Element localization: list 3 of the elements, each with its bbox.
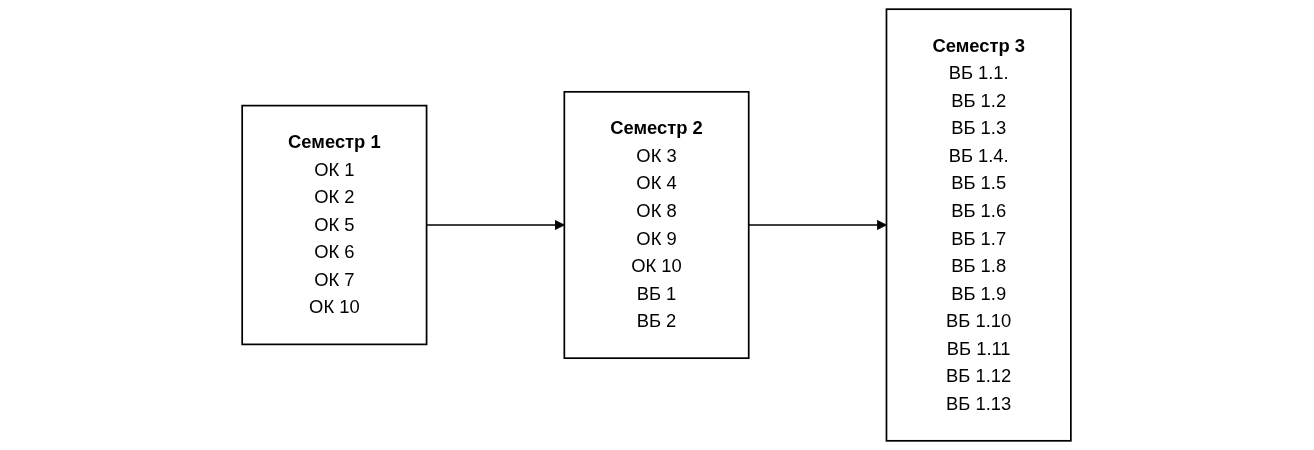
node-box: Семестр 1 ОК 1 ОК 2 ОК 5 ОК 6 ОК 7 ОК 10 <box>241 104 428 346</box>
node-box: Семестр 3 ВБ 1.1. ВБ 1.2 ВБ 1.3 ВБ 1.4. ВБ 1.5 ВБ 1.6 ВБ 1.7 ВБ 1.8 ВБ 1.9 ВБ 1.10 ВБ 1.11 ВБ 1.12 ВБ 1.13 <box>886 8 1073 442</box>
node-box: Семестр 2 ОК 3 ОК 4 ОК 8 ОК 9 ОК 10 ВБ 1 ВБ 2 <box>563 91 751 360</box>
